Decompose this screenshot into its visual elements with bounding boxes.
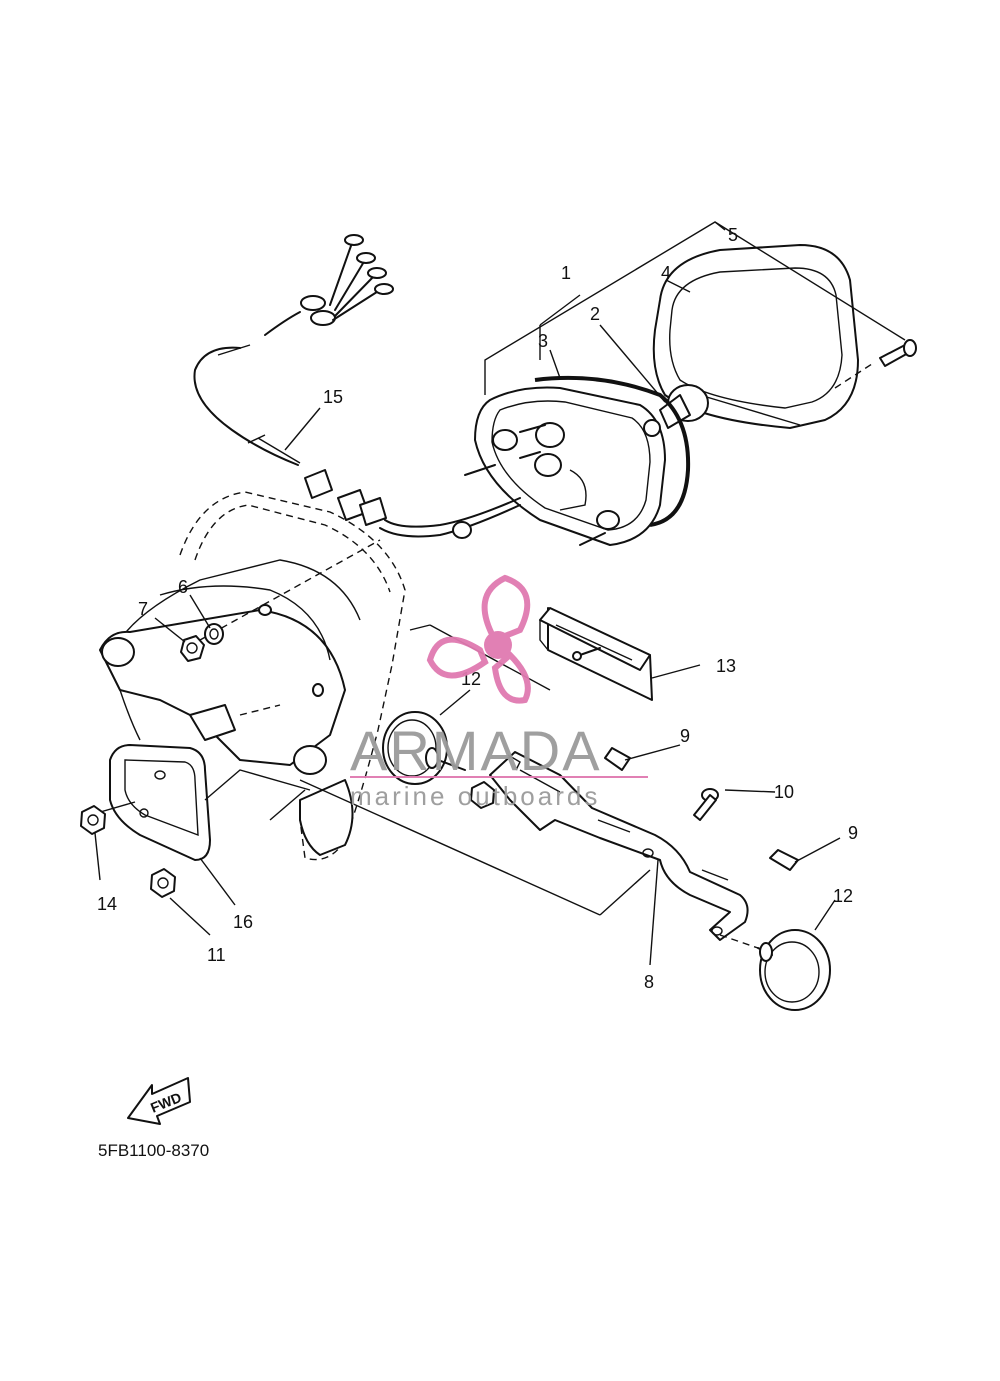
bolt-10 <box>693 788 719 821</box>
reflector-left <box>382 711 466 785</box>
callout-3: 3 <box>538 331 548 351</box>
callout-6: 6 <box>178 577 188 597</box>
callout-12-right: 12 <box>833 886 853 906</box>
license-bracket <box>89 744 311 861</box>
lens-cover <box>652 244 876 429</box>
callout-13: 13 <box>716 656 736 676</box>
wire-harness <box>193 234 521 539</box>
reflector-right <box>719 929 831 1011</box>
watermark-brand: ARMADA <box>350 719 602 782</box>
callout-15: 15 <box>323 387 343 407</box>
nut-7 <box>180 635 205 662</box>
callout-9-upper: 9 <box>680 726 690 746</box>
part-code: 5FB1100-8370 <box>98 1141 209 1160</box>
nut-14 <box>80 805 106 835</box>
callout-9-lower: 9 <box>848 823 858 843</box>
rear-fender <box>99 491 406 861</box>
callout-8: 8 <box>644 972 654 992</box>
license-light <box>409 607 653 701</box>
watermark: ARMADA marine outboards <box>350 574 648 811</box>
bracket-nut <box>470 781 495 809</box>
callout-10: 10 <box>774 782 794 802</box>
callout-4: 4 <box>661 263 671 283</box>
pad-9-lower <box>769 849 799 871</box>
callout-1: 1 <box>561 263 571 283</box>
callout-7: 7 <box>138 599 148 619</box>
watermark-tagline: marine outboards <box>350 781 600 811</box>
reflector-bracket <box>299 751 749 941</box>
callout-2: 2 <box>590 304 600 324</box>
fwd-arrow-icon: FWD <box>127 1077 191 1125</box>
washer-6 <box>204 623 224 645</box>
callout-5: 5 <box>728 225 738 245</box>
taillight-housing <box>464 375 691 546</box>
callout-11: 11 <box>207 945 226 965</box>
lens-screw-icon <box>879 339 917 367</box>
leader-lines <box>94 221 906 966</box>
callout-14: 14 <box>97 894 117 914</box>
propeller-logo-icon <box>426 574 531 704</box>
callout-16: 16 <box>233 912 253 932</box>
nut-11 <box>150 868 176 898</box>
